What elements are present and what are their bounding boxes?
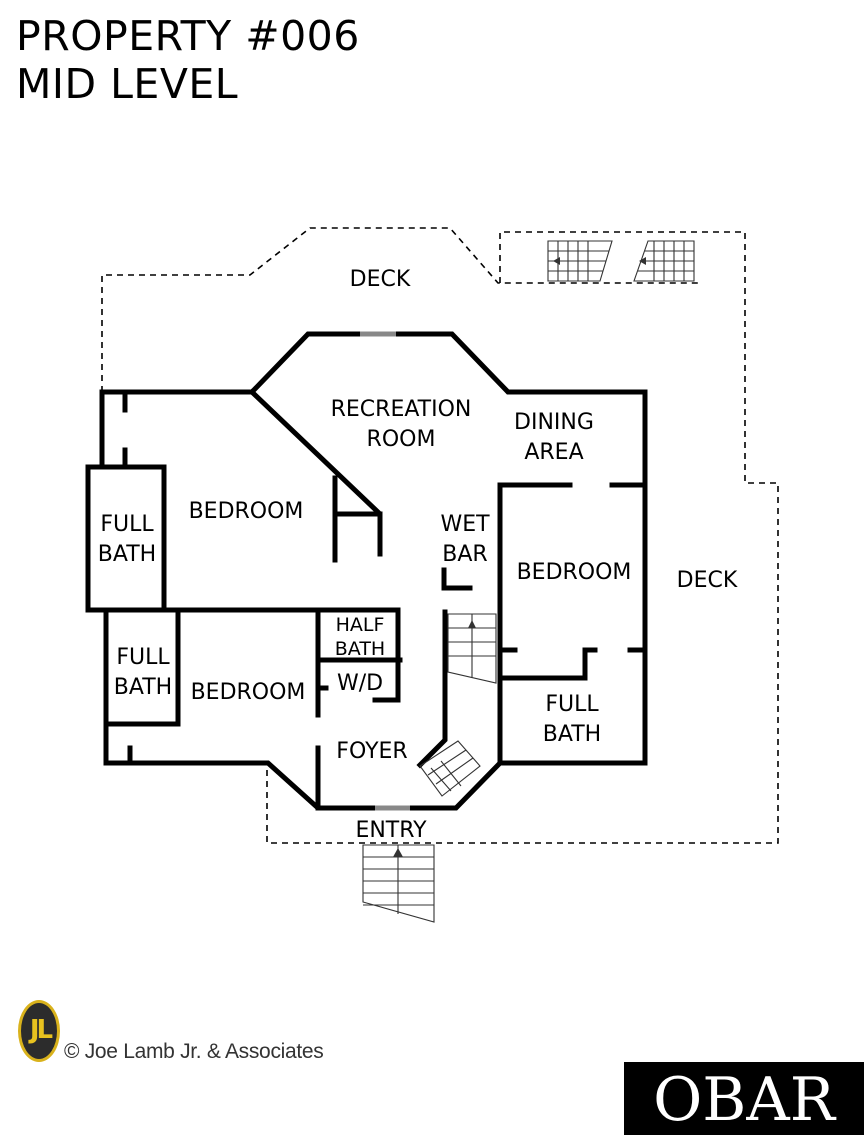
room-label-recreation-2: ROOM	[367, 427, 436, 452]
room-label-wet-bar-1: WET	[440, 512, 490, 537]
interior-walls	[103, 388, 648, 811]
entry-stairs	[362, 844, 435, 923]
jl-initials: JL	[29, 1015, 53, 1045]
company-logo: JL © Joe Lamb Jr. & Associates	[18, 1000, 324, 1066]
room-label-full-bath-w-2: BATH	[98, 542, 156, 567]
room-label-half-bath-2: BATH	[335, 638, 385, 660]
deck-stairs-top	[547, 240, 695, 282]
level-title: MID LEVEL	[16, 60, 239, 108]
room-label-deck-top: DECK	[350, 267, 411, 292]
obar-text: OBAR	[653, 1065, 835, 1135]
room-label-full-bath-sw-2: BATH	[114, 675, 172, 700]
room-label-wd: W/D	[337, 671, 383, 696]
room-label-full-bath-sw-1: FULL	[116, 645, 170, 670]
property-title: PROPERTY #006	[16, 12, 360, 60]
room-label-full-bath-se-1: FULL	[545, 692, 599, 717]
deck-outline	[101, 227, 779, 844]
room-label-dining-2: AREA	[524, 440, 583, 465]
room-label-half-bath-1: HALF	[336, 614, 385, 636]
room-label-full-bath-w-1: FULL	[100, 512, 154, 537]
room-label-foyer: FOYER	[336, 739, 407, 764]
room-label-bedroom-sw: BEDROOM	[191, 680, 306, 705]
jl-badge: JL	[18, 1000, 60, 1062]
obar-logo: OBAR	[624, 1062, 864, 1135]
room-label-bedroom-nw: BEDROOM	[189, 499, 304, 524]
room-label-wet-bar-2: BAR	[442, 542, 487, 567]
room-label-dining-1: DINING	[514, 410, 594, 435]
interior-stairs	[419, 613, 497, 797]
room-label-recreation-1: RECREATION	[331, 397, 472, 422]
room-label-deck-right: DECK	[677, 568, 738, 593]
room-label-entry: ENTRY	[355, 818, 427, 843]
copyright-text: © Joe Lamb Jr. & Associates	[64, 1040, 324, 1063]
room-label-bedroom-e: BEDROOM	[517, 560, 632, 585]
room-label-full-bath-se-2: BATH	[543, 722, 601, 747]
